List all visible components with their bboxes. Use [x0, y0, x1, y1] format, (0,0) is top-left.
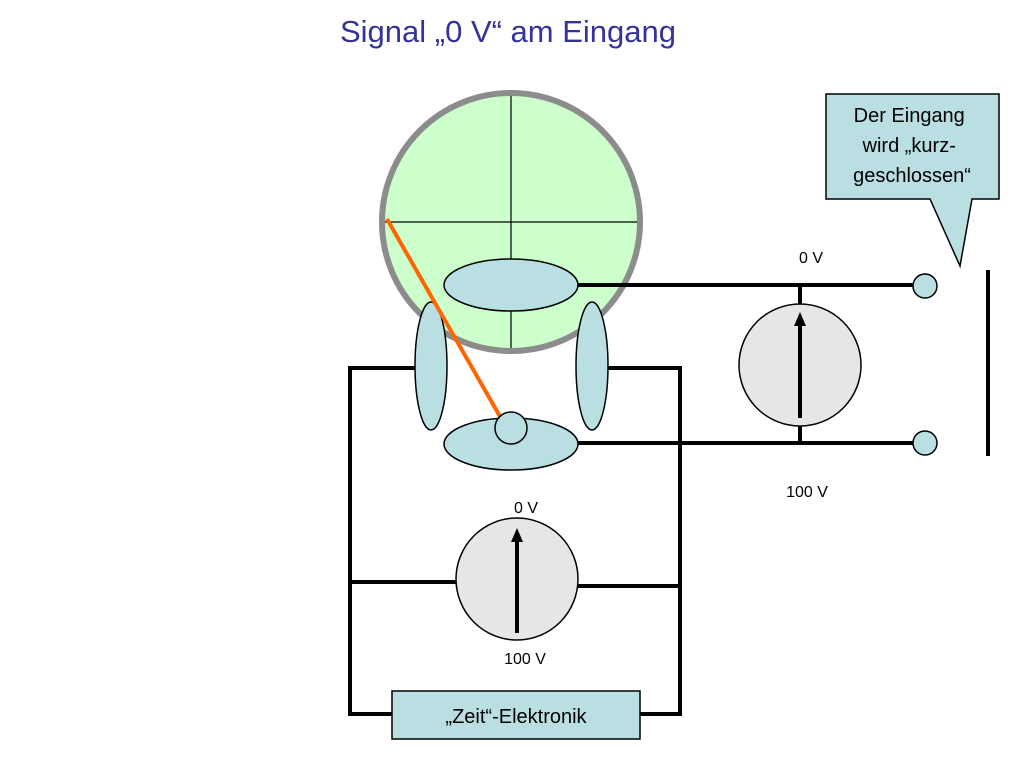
- callout-line-1: Der Eingang: [854, 105, 965, 127]
- wire-timebase-left: [348, 582, 392, 716]
- horizontal-plate-left: [414, 301, 448, 431]
- vertical-voltmeter-arrow-icon: [794, 312, 806, 326]
- timebase-electronics-label: „Zeit“-Elektronik: [445, 706, 587, 728]
- input-terminal-top: [912, 273, 938, 299]
- callout-line-2: wird „kurz-: [862, 135, 956, 157]
- vertical-plate-top: [443, 258, 579, 312]
- callout-line-3: geschlossen“: [853, 165, 971, 187]
- input-terminal-bottom: [912, 430, 938, 456]
- horizontal-voltmeter-arrow-icon: [511, 528, 523, 542]
- wire-left-plate: [348, 366, 457, 584]
- vertical-meter-bottom-label: 100 V: [786, 484, 828, 501]
- horizontal-meter-top-label: 0 V: [514, 500, 538, 517]
- vertical-meter-top-label: 0 V: [799, 250, 823, 267]
- timebase-electronics-box: [391, 690, 641, 740]
- electron-gun: [494, 411, 528, 445]
- slide-title: Signal „0 V“ am Eingang: [339, 14, 677, 49]
- horizontal-meter-bottom-label: 100 V: [504, 651, 546, 668]
- horizontal-plate-right: [575, 301, 609, 431]
- wire-timebase-right: [640, 586, 682, 716]
- callout-box: [825, 93, 1000, 269]
- electron-beam: [385, 218, 504, 421]
- wire-right-plate: [577, 366, 682, 588]
- callout-text: Der Eingang wird „kurz- geschlossen“: [853, 105, 971, 187]
